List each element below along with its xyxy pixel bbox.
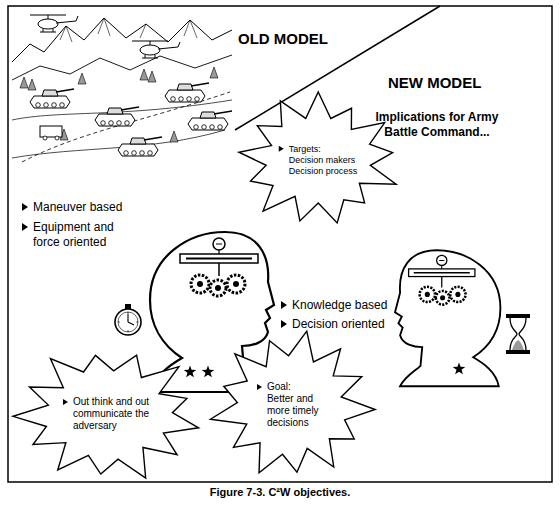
bullet-item-box: Knowledge based	[281, 298, 387, 313]
figure-caption: Figure 7-3. C²W objectives.	[0, 486, 560, 499]
bullet-item: Decision oriented	[292, 317, 385, 332]
starburst-shape	[210, 331, 375, 473]
rank-star	[184, 365, 197, 377]
callout-heading: Out think and out communicate the advers…	[73, 396, 153, 432]
panel-subheading: Implications for Army Battle Command...	[362, 110, 512, 140]
rank-star	[453, 362, 466, 374]
head-profile	[395, 250, 500, 386]
rank-star	[202, 365, 215, 377]
panel-heading: NEW MODEL	[388, 74, 481, 93]
bullet-arrow	[257, 384, 262, 390]
bullet-item-box: Maneuver based	[22, 200, 122, 215]
callout-row: Targets:	[279, 144, 321, 155]
bullet-arrow	[279, 146, 284, 152]
panel-heading: OLD MODEL	[238, 30, 328, 49]
callout-heading: Targets:	[289, 144, 321, 155]
battlefield-sketch	[12, 15, 232, 162]
callout-text: Decision makers	[289, 155, 356, 166]
panel-heading-box: NEW MODEL	[388, 74, 481, 93]
bullet-item-box: Decision oriented	[281, 317, 385, 332]
bullet-arrow	[22, 223, 28, 231]
callout-heading: Goal:	[267, 381, 291, 393]
bullet-item: Knowledge based	[292, 298, 387, 313]
bullet-item: Maneuver based	[33, 200, 122, 215]
callout-text: Decision process	[289, 165, 358, 176]
bullet-arrow	[22, 203, 28, 211]
starburst-callout: Goal:Better and more timely decisions	[209, 330, 375, 481]
stopwatch-icon	[115, 304, 141, 335]
starburst-callout: Out think and out communicate the advers…	[11, 345, 206, 483]
bullet-item-box: Equipment and force oriented	[22, 220, 134, 250]
starburst-shape	[239, 92, 396, 223]
panel-subheading-box: Implications for Army Battle Command...	[362, 110, 512, 140]
callout-text-block: Goal:Better and more timely decisions	[257, 381, 327, 429]
bullet-item: Equipment and force oriented	[33, 220, 134, 250]
starburst-shape	[13, 355, 199, 478]
bullet-arrow	[63, 399, 68, 405]
callout-text-block: Out think and out communicate the advers…	[63, 396, 153, 432]
bullet-arrow	[281, 301, 287, 309]
hourglass-icon	[506, 314, 530, 354]
panel-heading-box: OLD MODEL	[238, 30, 328, 49]
figure-border	[8, 6, 552, 482]
callout-row: Out think and out communicate the advers…	[63, 396, 153, 432]
callout-text-block: Targets:Decision makersDecision process	[279, 144, 358, 176]
starburst-callout: Targets:Decision makersDecision process	[235, 92, 402, 228]
callout-row: Goal:	[257, 381, 291, 393]
bullet-arrow	[281, 320, 287, 328]
callout-text: Better and more timely decisions	[267, 393, 327, 429]
